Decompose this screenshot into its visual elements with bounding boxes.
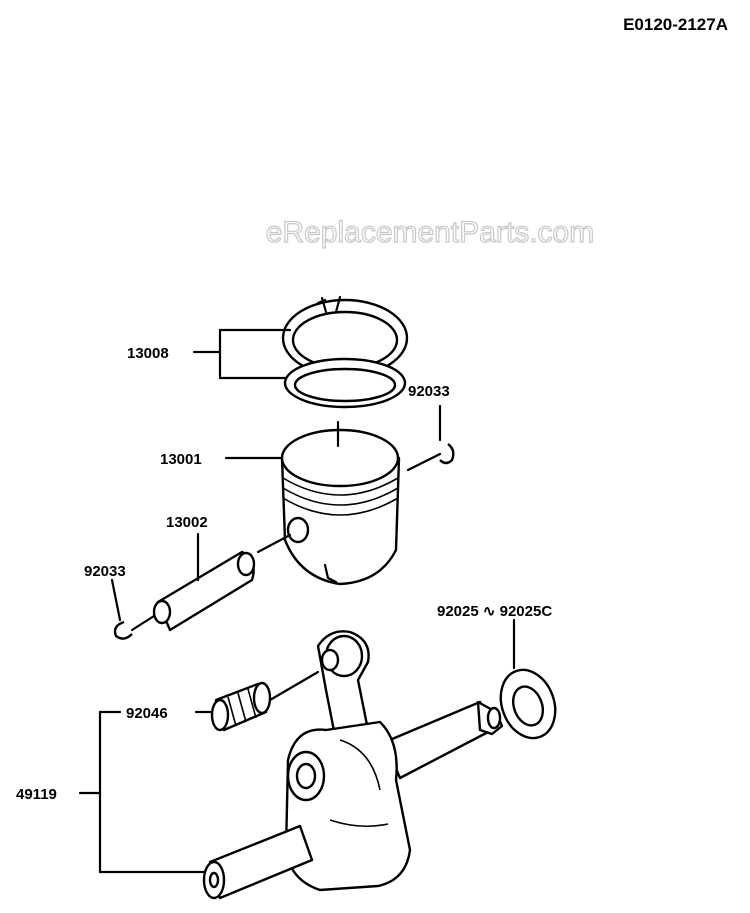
piston-ring-set[interactable]	[281, 295, 409, 409]
diagram-code: E0120-2127A	[623, 15, 728, 34]
needle-bearing[interactable]	[210, 670, 320, 732]
label-washer-range: 92025 ∿ 92025C	[437, 603, 552, 620]
circlip-right[interactable]	[406, 404, 455, 472]
label-piston-ring-set: 13008	[127, 345, 169, 362]
circlip-left[interactable]	[110, 578, 156, 640]
label-circlip-left: 92033	[84, 563, 126, 580]
watermark-text: eReplacementParts.com	[266, 216, 594, 249]
label-crankshaft-assy: 49119	[16, 786, 57, 803]
piston[interactable]	[280, 420, 401, 586]
label-piston-pin: 13002	[166, 514, 208, 531]
piston-pin[interactable]	[152, 532, 292, 632]
label-circlip-right: 92033	[408, 383, 450, 400]
crankshaft[interactable]	[202, 630, 504, 900]
label-piston: 13001	[160, 451, 202, 468]
label-bearing: 92046	[126, 705, 168, 722]
thrust-washer[interactable]	[492, 618, 565, 746]
leader-lines	[78, 328, 292, 874]
